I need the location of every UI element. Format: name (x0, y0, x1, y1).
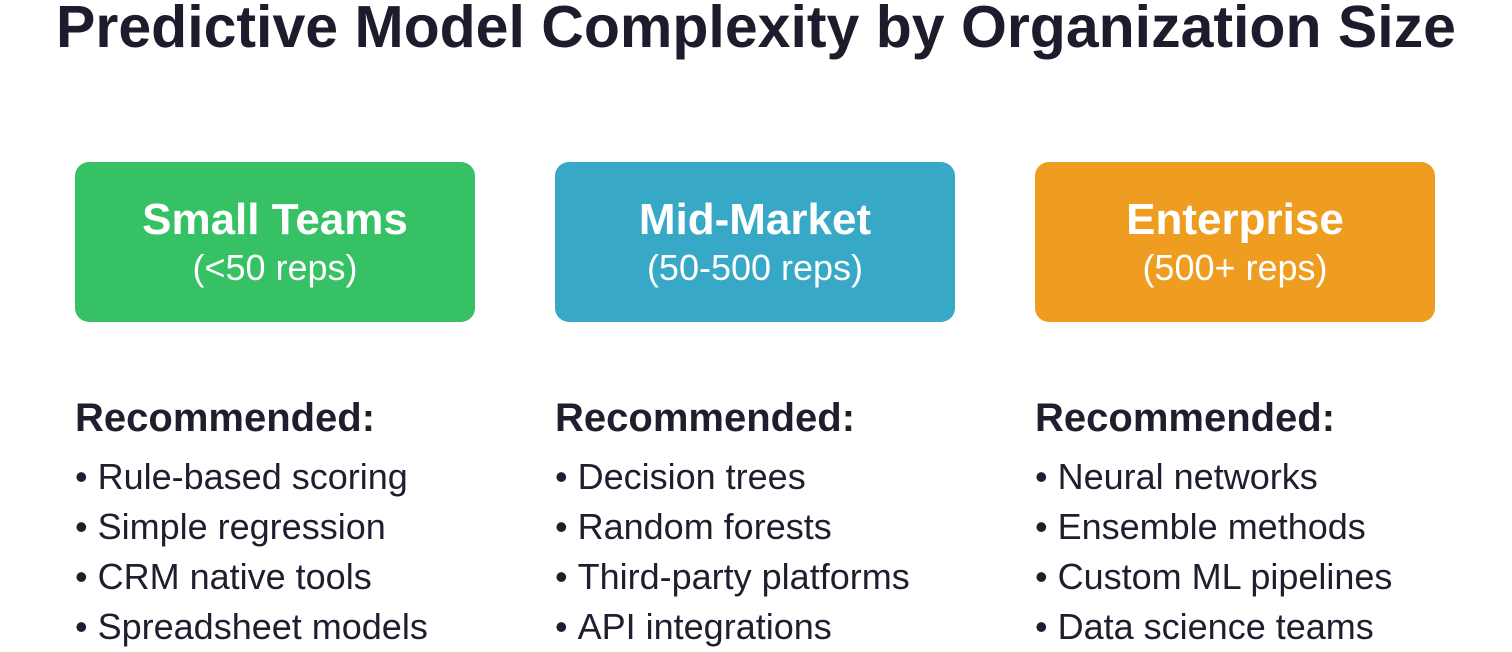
column-small-teams: Small Teams (<50 reps) Recommended: •Rul… (75, 162, 475, 647)
list-item: •Random forests (555, 502, 910, 552)
recommended-heading: Recommended: (1035, 396, 1336, 440)
list-item: •Spreadsheet models (75, 602, 428, 652)
list-item: •Ensemble methods (1035, 502, 1392, 552)
list-item: •Neural networks (1035, 452, 1392, 502)
list-item-label: API integrations (577, 606, 832, 647)
recommendation-list: •Rule-based scoring •Simple regression •… (75, 452, 428, 652)
column-mid-market: Mid-Market (50-500 reps) Recommended: •D… (555, 162, 955, 647)
list-item: •Simple regression (75, 502, 428, 552)
header-name: Enterprise (1126, 195, 1344, 244)
header-subtitle: (50-500 reps) (646, 247, 864, 288)
bullet-icon: • (75, 456, 88, 497)
list-item-label: Third-party platforms (577, 556, 910, 597)
list-item-label: Neural networks (1057, 456, 1318, 497)
bullet-icon: • (555, 606, 568, 647)
list-item: •Third-party platforms (555, 552, 910, 602)
list-item-label: Ensemble methods (1057, 506, 1366, 547)
recommended-heading: Recommended: (75, 396, 376, 440)
bullet-icon: • (555, 456, 568, 497)
bullet-icon: • (75, 556, 88, 597)
recommendation-list: •Neural networks •Ensemble methods •Cust… (1035, 452, 1392, 652)
bullet-icon: • (75, 506, 88, 547)
recommended-heading: Recommended: (555, 396, 856, 440)
header-box-mid-market: Mid-Market (50-500 reps) (555, 162, 955, 322)
bullet-icon: • (1035, 556, 1048, 597)
list-item-label: Decision trees (577, 456, 806, 497)
header-name: Small Teams (142, 195, 408, 244)
list-item: •Decision trees (555, 452, 910, 502)
header-name: Mid-Market (638, 195, 872, 244)
page-title: Predictive Model Complexity by Organizat… (56, 0, 1456, 60)
header-subtitle: (500+ reps) (1142, 247, 1328, 288)
header-subtitle: (<50 reps) (192, 247, 358, 288)
list-item-label: Rule-based scoring (97, 456, 408, 497)
list-item: •Rule-based scoring (75, 452, 428, 502)
bullet-icon: • (1035, 456, 1048, 497)
bullet-icon: • (75, 606, 88, 647)
bullet-icon: • (1035, 506, 1048, 547)
header-box-enterprise: Enterprise (500+ reps) (1035, 162, 1435, 322)
bullet-icon: • (555, 556, 568, 597)
list-item: •Custom ML pipelines (1035, 552, 1392, 602)
list-item: •API integrations (555, 602, 910, 652)
recommendation-list: •Decision trees •Random forests •Third-p… (555, 452, 910, 652)
list-item-label: Spreadsheet models (97, 606, 428, 647)
list-item-label: Simple regression (97, 506, 386, 547)
list-item-label: Custom ML pipelines (1057, 556, 1393, 597)
header-box-small-teams: Small Teams (<50 reps) (75, 162, 475, 322)
list-item-label: Data science teams (1057, 606, 1374, 647)
list-item: •Data science teams (1035, 602, 1392, 652)
list-item: •CRM native tools (75, 552, 428, 602)
list-item-label: CRM native tools (97, 556, 372, 597)
column-enterprise: Enterprise (500+ reps) Recommended: •Neu… (1035, 162, 1435, 647)
list-item-label: Random forests (577, 506, 832, 547)
bullet-icon: • (555, 506, 568, 547)
bullet-icon: • (1035, 606, 1048, 647)
